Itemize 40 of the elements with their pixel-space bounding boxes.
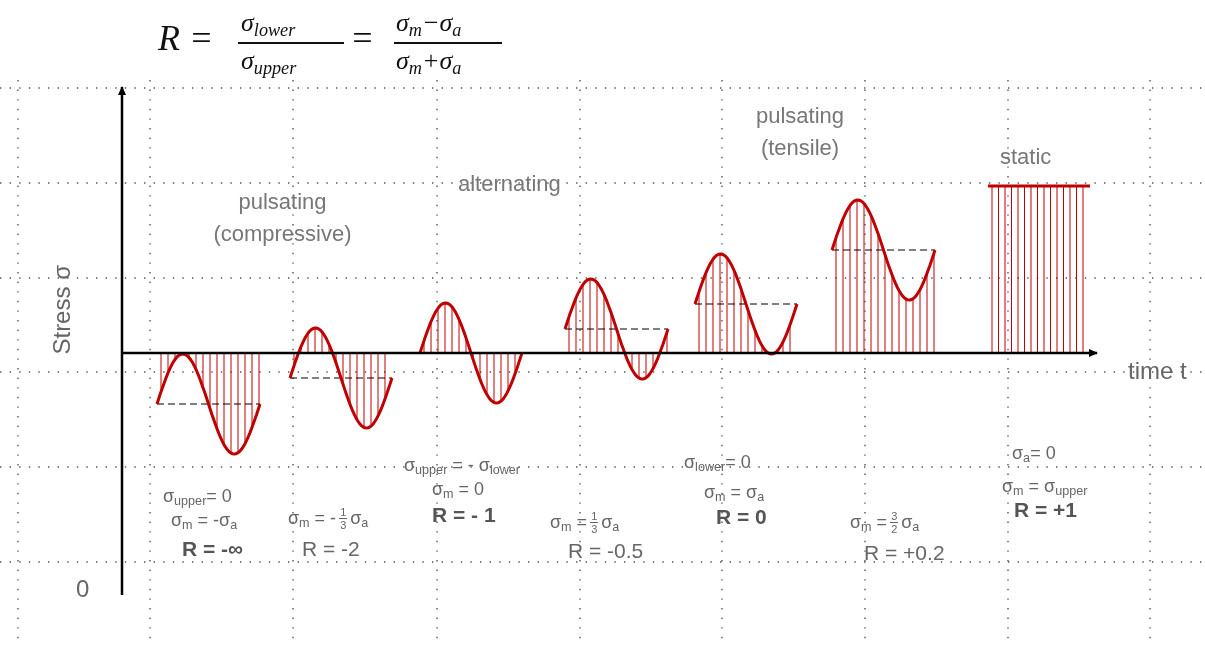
- condition-text: σ$_{m}$ =: [550, 511, 588, 534]
- fraction-numerator: 1: [339, 506, 348, 520]
- stress-ratio-text: R = -2: [302, 537, 360, 562]
- stress-ratio-text: R = +0.2: [864, 541, 945, 566]
- condition-text: σ$_{upper}$ = - σ$_{lower}$: [404, 455, 521, 478]
- condition-text: σ$_{m}$ = σ$_{a}$: [704, 482, 765, 505]
- formula-text: σ$_{upper}$: [241, 46, 297, 79]
- condition-text: σ$_{a}$: [350, 507, 369, 530]
- condition-text: σ$_{a}$: [601, 511, 620, 534]
- axis-origin-label: 0: [76, 575, 90, 603]
- condition-text: σ$_{a}$: [901, 511, 920, 534]
- fraction-denominator: 3: [340, 519, 347, 532]
- axis-label: Stress σ: [48, 264, 76, 357]
- axis-label: time t: [1128, 357, 1187, 385]
- condition-text: σ$_{m}$ =: [850, 511, 888, 534]
- load-type-label: static: [1000, 143, 1052, 171]
- formula-text: σ$_{m}$−σ$_{a}$: [396, 8, 462, 41]
- formula-text: R =: [158, 18, 214, 60]
- stress-ratio-text: R = 0: [716, 505, 767, 530]
- stress-ratio-text: R = - 1: [432, 503, 496, 528]
- fraction-numerator: 1: [590, 510, 599, 524]
- formula-text: σ$_{lower}$: [241, 8, 296, 41]
- formula-text: =: [350, 18, 375, 60]
- condition-text: σ$_{lower}$= 0: [684, 452, 751, 475]
- load-type-label: pulsating (tensile): [754, 102, 846, 162]
- fraction-numerator: 3: [890, 510, 899, 524]
- stress-ratio-text: R = -∞: [182, 537, 244, 562]
- load-type-label: alternating: [458, 170, 561, 198]
- stress-ratio-text: R = +1: [1014, 498, 1078, 523]
- condition-text: σ$_{m}$ = -: [288, 507, 337, 530]
- condition-text: σ$_{m}$ = -σ$_{a}$: [171, 510, 238, 533]
- formula-text: σ$_{m}$+σ$_{a}$: [396, 46, 462, 79]
- condition-text: σ$_{upper}$= 0: [163, 486, 232, 509]
- fraction-denominator: 3: [591, 523, 598, 536]
- condition-text: σ$_{m}$ = 0: [432, 479, 485, 502]
- fraction-denominator: 2: [891, 523, 898, 536]
- condition-text: σ$_{m}$ = σ$_{upper}$: [1002, 476, 1088, 499]
- condition-text: σ$_{a}$= 0: [1012, 443, 1056, 466]
- load-type-label: pulsating (compressive): [212, 188, 353, 248]
- stress-ratio-text: R = -0.5: [568, 539, 644, 564]
